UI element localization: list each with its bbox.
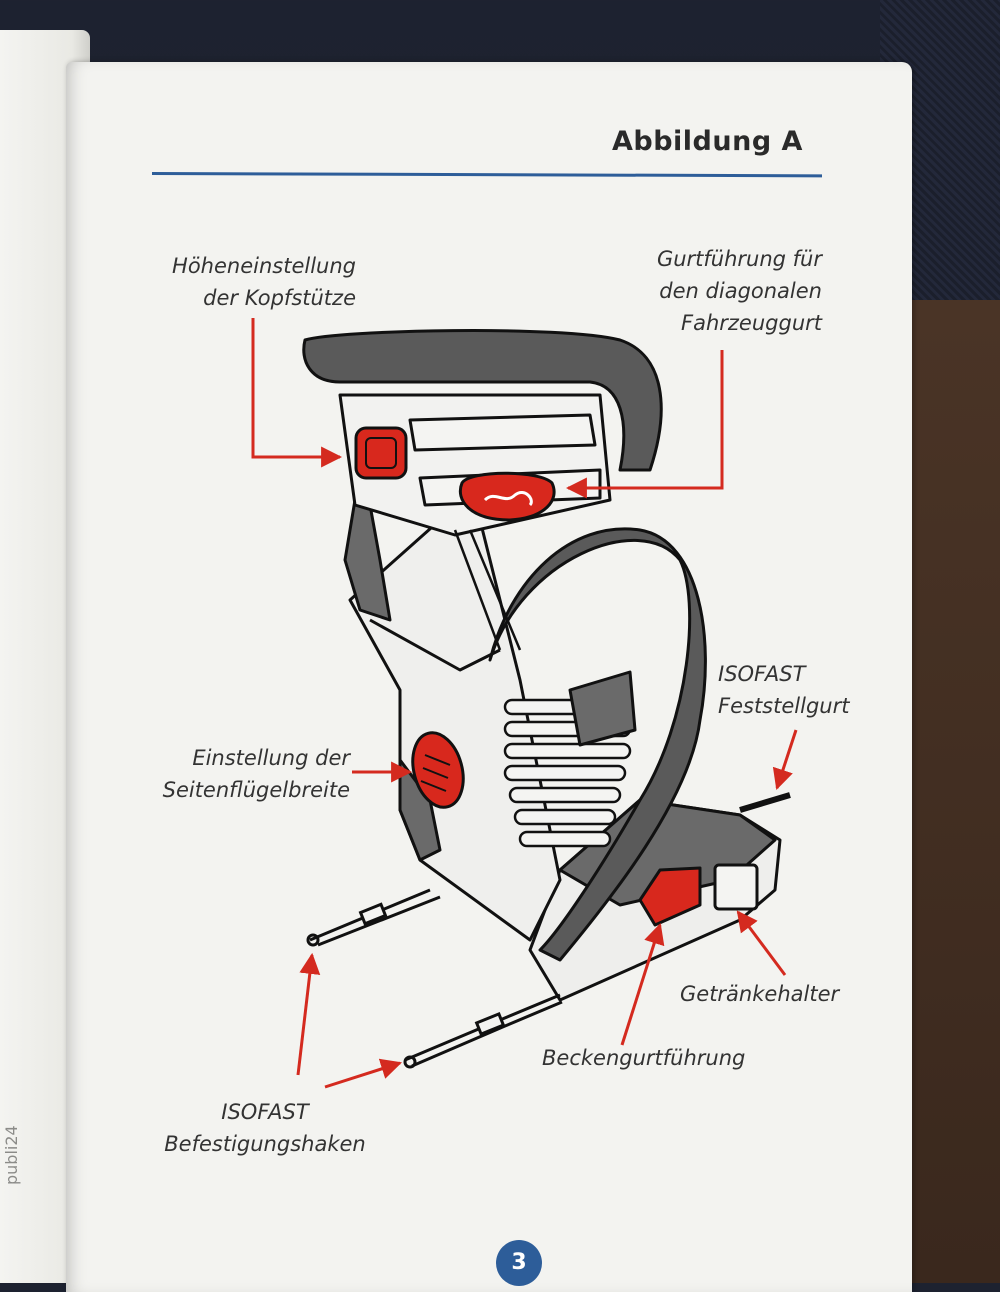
label-headrest-height: Höheneinstellung der Kopfstütze: [172, 254, 356, 310]
watermark: publi24: [2, 1125, 21, 1185]
label-isofast-hooks: ISOFAST Befestigungshaken: [164, 1100, 366, 1156]
label-isofast-strap: ISOFAST Feststellgurt: [718, 662, 850, 718]
isofast-straps: [306, 792, 791, 1069]
label-lap-belt-guide: Beckengurtführung: [542, 1046, 746, 1070]
page-title: Abbildung A: [612, 126, 803, 157]
page-number-badge: 3: [496, 1240, 542, 1286]
label-cup-holder: Getränkehalter: [680, 982, 840, 1006]
label-side-wing-width: Einstellung der Seitenflügelbreite: [162, 746, 350, 802]
headrest: [302, 329, 663, 672]
backrest-shell: [343, 498, 707, 962]
label-diagonal-belt-guide: Gurtführung für den diagonalen Fahrzeugg…: [656, 247, 822, 335]
seat-base: [528, 798, 782, 1002]
callout-arrows: [251, 318, 798, 1089]
